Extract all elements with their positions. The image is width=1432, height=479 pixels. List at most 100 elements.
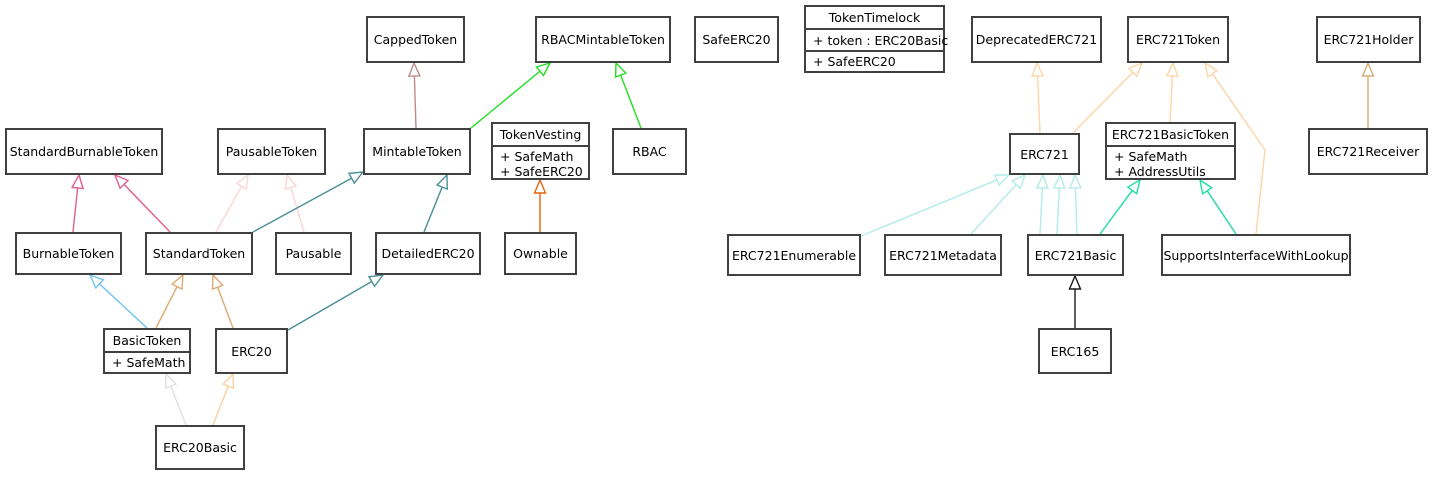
generalization-arrowhead bbox=[1203, 61, 1219, 79]
edge-ERC721Basic-to-ERC721 bbox=[1035, 173, 1049, 235]
edge-ERC721Basic-to-ERC721 bbox=[1068, 173, 1083, 235]
class-box-ERC20[interactable]: ERC20 bbox=[215, 328, 288, 374]
generalization-arrowhead bbox=[170, 273, 184, 291]
compartment-divider bbox=[806, 49, 943, 52]
class-name: ERC721 bbox=[1020, 146, 1069, 162]
class-attribute: + SafeMath bbox=[112, 355, 186, 370]
class-box-SupportsInterfaceWithLookup[interactable]: SupportsInterfaceWithLookup bbox=[1161, 234, 1351, 276]
class-box-ERC165[interactable]: ERC165 bbox=[1038, 328, 1112, 374]
generalization-arrowhead bbox=[1127, 61, 1144, 78]
generalization-arrowhead bbox=[113, 173, 130, 190]
generalization-arrowhead bbox=[347, 171, 365, 185]
class-box-ERC721BasicToken[interactable]: ERC721BasicToken + SafeMath+ AddressUtils bbox=[1105, 122, 1236, 180]
edge-ERC721Receiver-to-ERC721Holder bbox=[1361, 61, 1375, 128]
class-box-MintableToken[interactable]: MintableToken bbox=[363, 128, 471, 175]
generalization-arrowhead bbox=[1031, 61, 1045, 77]
generalization-arrowhead bbox=[88, 273, 105, 290]
class-name: StandardToken bbox=[152, 246, 246, 261]
edge-ERC721Metadata-to-ERC721 bbox=[970, 173, 1027, 235]
generalization-arrowhead bbox=[614, 61, 628, 79]
class-box-RBACMintableToken[interactable]: RBACMintableToken bbox=[535, 16, 671, 63]
edge-BurnableToken-to-StandardBurnableToken bbox=[71, 173, 85, 233]
edge-ERC721Enumerable-to-ERC721 bbox=[860, 174, 1011, 237]
class-box-CappedToken[interactable]: CappedToken bbox=[366, 16, 465, 63]
class-box-Pausable[interactable]: Pausable bbox=[275, 232, 352, 275]
generalization-arrowhead bbox=[1165, 61, 1179, 78]
compartment-divider bbox=[1107, 145, 1234, 147]
generalization-arrowhead bbox=[1068, 274, 1082, 290]
generalization-arrowhead bbox=[1052, 173, 1066, 190]
class-box-SafeERC20[interactable]: SafeERC20 bbox=[694, 16, 779, 63]
class-box-PausableToken[interactable]: PausableToken bbox=[217, 128, 326, 175]
class-name: BurnableToken bbox=[22, 246, 115, 261]
class-box-ERC20Basic[interactable]: ERC20Basic bbox=[155, 425, 245, 470]
class-name: DetailedERC20 bbox=[381, 246, 475, 261]
generalization-arrowhead bbox=[1035, 173, 1049, 190]
class-attribute: + token : ERC20Basic bbox=[813, 32, 949, 48]
class-name: ERC721Basic bbox=[1034, 247, 1117, 263]
class-box-StandardToken[interactable]: StandardToken bbox=[145, 232, 253, 275]
class-name: ERC721BasicToken bbox=[1111, 127, 1230, 142]
generalization-arrowhead bbox=[1199, 178, 1214, 196]
class-box-ERC721Basic[interactable]: ERC721Basic bbox=[1027, 234, 1124, 276]
edge-ERC165-to-ERC721Basic bbox=[1068, 274, 1082, 328]
edge-ERC20Basic-to-BasicToken bbox=[164, 372, 187, 426]
class-name: Ownable bbox=[513, 246, 568, 261]
class-name: TokenVesting bbox=[499, 127, 582, 142]
class-name: SafeERC20 bbox=[702, 32, 771, 47]
edge-SupportsInterfaceWithLookup-to-ERC721Token bbox=[1203, 61, 1266, 235]
edge-ERC20-to-DetailedERC20 bbox=[287, 274, 385, 331]
edge-StandardToken-to-StandardBurnableToken bbox=[113, 173, 171, 233]
class-box-DeprecatedERC721[interactable]: DeprecatedERC721 bbox=[971, 16, 1102, 63]
class-name: PausableToken bbox=[225, 144, 318, 159]
class-name: ERC721Token bbox=[1135, 32, 1221, 47]
edge-Pausable-to-PausableToken bbox=[284, 173, 305, 233]
edge-MintableToken-to-RBACMintableToken bbox=[470, 61, 552, 129]
attribute-compartment: + SafeMath bbox=[105, 353, 189, 372]
generalization-arrowhead bbox=[407, 61, 421, 77]
class-box-ERC721Metadata[interactable]: ERC721Metadata bbox=[884, 234, 1002, 276]
generalization-arrowhead bbox=[993, 174, 1011, 187]
class-box-ERC721Receiver[interactable]: ERC721Receiver bbox=[1308, 128, 1428, 175]
class-box-TokenTimelock[interactable]: TokenTimelock + token : ERC20Basic+ SafeE… bbox=[804, 5, 949, 73]
edge-RBAC-to-RBACMintableToken bbox=[614, 61, 642, 129]
attribute-compartment: + SafeMath+ AddressUtils bbox=[1107, 147, 1234, 181]
edge-BasicToken-to-BurnableToken bbox=[88, 273, 148, 329]
class-name: CappedToken bbox=[373, 32, 458, 47]
class-name: RBAC bbox=[632, 144, 667, 159]
class-name: StandardBurnableToken bbox=[9, 144, 159, 159]
class-attribute: + SafeMath bbox=[500, 149, 574, 164]
class-box-Ownable[interactable]: Ownable bbox=[504, 232, 577, 275]
class-box-StandardBurnableToken[interactable]: StandardBurnableToken bbox=[5, 128, 163, 175]
attribute-compartment: + token : ERC20Basic+ SafeERC20 bbox=[806, 30, 949, 71]
attribute-compartment: + SafeMath+ SafeERC20 bbox=[493, 147, 588, 181]
class-name: SupportsInterfaceWithLookup bbox=[1163, 247, 1349, 263]
edge-ERC721Basic-to-ERC721BasicToken bbox=[1099, 178, 1142, 235]
class-name: ERC721Receiver bbox=[1316, 144, 1420, 159]
class-box-ERC721Enumerable[interactable]: ERC721Enumerable bbox=[727, 234, 861, 276]
class-box-ERC721[interactable]: ERC721 bbox=[1009, 133, 1080, 175]
class-box-DetailedERC20[interactable]: DetailedERC20 bbox=[375, 232, 481, 275]
class-name: MintableToken bbox=[372, 144, 462, 159]
class-name: TokenTimelock bbox=[828, 10, 921, 25]
edge-Ownable-to-TokenVesting bbox=[533, 178, 547, 232]
class-box-RBAC[interactable]: RBAC bbox=[612, 128, 687, 175]
edge-ERC20-to-StandardToken bbox=[211, 273, 234, 329]
edge-ERC721BasicToken-to-ERC721Token bbox=[1165, 61, 1179, 123]
class-box-BurnableToken[interactable]: BurnableToken bbox=[15, 232, 122, 275]
edge-BasicToken-to-StandardToken bbox=[155, 273, 184, 329]
class-box-ERC721Token[interactable]: ERC721Token bbox=[1127, 16, 1229, 63]
generalization-arrowhead bbox=[367, 274, 385, 288]
generalization-arrowhead bbox=[533, 178, 547, 194]
class-attribute: + AddressUtils bbox=[1114, 164, 1206, 179]
class-name: RBACMintableToken bbox=[541, 32, 665, 47]
class-name: Pausable bbox=[285, 246, 342, 261]
class-name: ERC165 bbox=[1050, 343, 1100, 359]
edge-ERC721Basic-to-ERC721 bbox=[1052, 173, 1066, 235]
class-box-ERC721Holder[interactable]: ERC721Holder bbox=[1316, 16, 1421, 63]
class-box-BasicToken[interactable]: BasicToken+ SafeMath bbox=[103, 328, 191, 374]
class-box-TokenVesting[interactable]: TokenVesting + SafeMath+ SafeERC20 bbox=[491, 122, 590, 180]
generalization-arrowhead bbox=[221, 372, 235, 390]
class-name: ERC721Metadata bbox=[889, 247, 997, 263]
edge-StandardToken-to-MintableToken bbox=[252, 171, 365, 233]
